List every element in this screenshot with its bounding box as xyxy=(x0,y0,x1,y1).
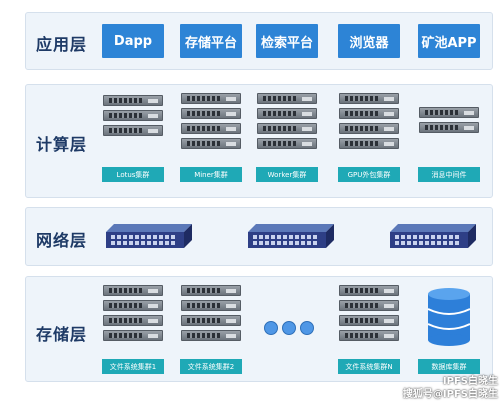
network-switch-icon xyxy=(106,224,192,248)
server-rack-icon xyxy=(181,93,241,153)
layer-label-compute: 计算层 xyxy=(36,135,88,154)
server-rack-icon xyxy=(103,285,163,345)
network-switch-icon xyxy=(390,224,476,248)
server-rack-icon xyxy=(339,285,399,345)
cluster-tag-gpu-outsourcing: GPU外包集群 xyxy=(338,167,400,182)
database-icon xyxy=(427,288,471,346)
server-rack-icon xyxy=(103,95,163,140)
layer-label-storage: 存储层 xyxy=(36,325,88,344)
cluster-tag-database: 数据库集群 xyxy=(418,359,480,374)
network-switch-icon xyxy=(248,224,334,248)
compute-layer: 计算层 Lotus集群 Miner集群 Worker集群 GPU外包集群 消息中… xyxy=(25,84,493,198)
cluster-tag-filesystem-1: 文件系统集群1 xyxy=(102,359,164,374)
cluster-tag-filesystem-2: 文件系统集群2 xyxy=(180,359,242,374)
server-rack-icon xyxy=(339,93,399,153)
cluster-tag-miner: Miner集群 xyxy=(180,167,242,182)
server-rack-icon xyxy=(181,285,241,345)
cluster-tag-filesystem-n: 文件系统集群N xyxy=(338,359,400,374)
app-button-search-platform[interactable]: 检索平台 xyxy=(256,24,318,58)
network-layer: 网络层 xyxy=(25,207,493,266)
server-rack-icon xyxy=(257,93,317,153)
application-layer: 应用层 Dapp 存储平台 检索平台 浏览器 矿池APP xyxy=(25,12,493,70)
cluster-tag-message-middleware: 消息中间件 xyxy=(418,167,480,182)
layer-label-network: 网络层 xyxy=(36,231,88,250)
watermark-line-2: 搜狐号@IPFS白晓生 xyxy=(402,389,498,400)
app-button-browser[interactable]: 浏览器 xyxy=(338,24,400,58)
watermark-line-1: IPFS白晓生 xyxy=(442,376,498,387)
app-button-storage-platform[interactable]: 存储平台 xyxy=(180,24,242,58)
storage-layer: 存储层 文件系统集群1 文件系统集群2 文件系统集群N 数据库集群 xyxy=(25,276,493,382)
layer-label-application: 应用层 xyxy=(36,35,88,54)
cluster-tag-worker: Worker集群 xyxy=(256,167,318,182)
server-rack-icon xyxy=(419,107,479,137)
app-button-pool-app[interactable]: 矿池APP xyxy=(418,24,480,58)
cluster-tag-lotus: Lotus集群 xyxy=(102,167,164,182)
app-button-dapp[interactable]: Dapp xyxy=(102,24,164,58)
